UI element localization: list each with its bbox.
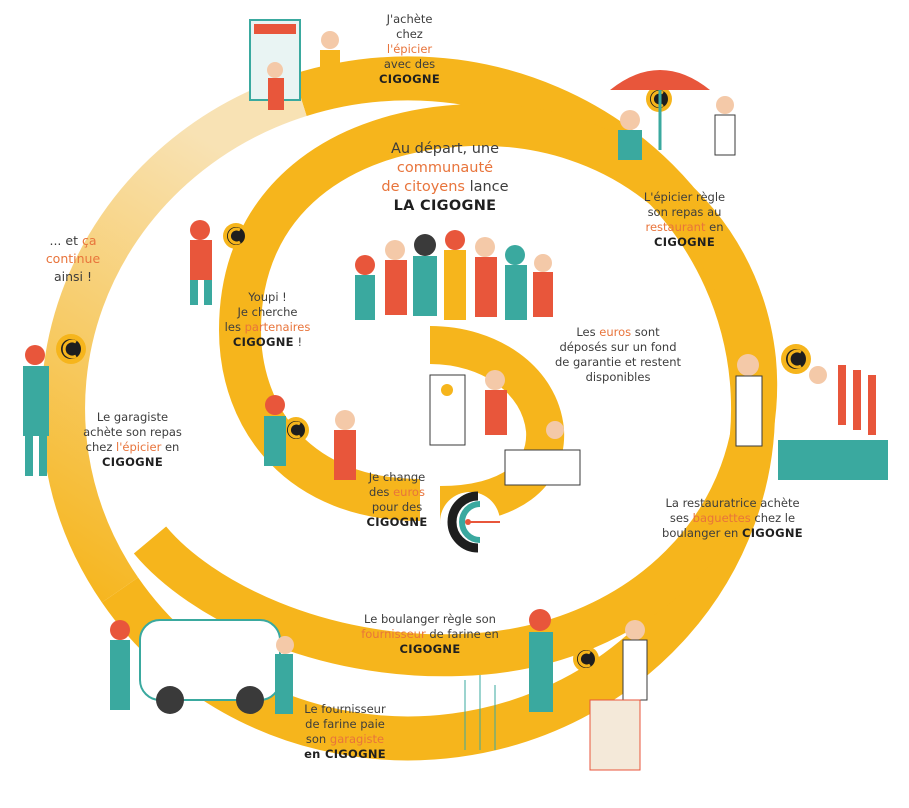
step-restauratrice-text: La restauratrice achète ses baguettes ch… [662, 496, 803, 540]
deposit-desk-illustration [429, 370, 581, 486]
continue-text: ... et ça continue ainsi ! [45, 233, 101, 284]
flour-supplier-illustration [464, 609, 648, 771]
bakery-illustration [735, 354, 888, 480]
restaurant-illustration [610, 70, 736, 160]
cigogne-coin-icon [573, 646, 599, 672]
cigogne-coin-icon [781, 344, 811, 374]
step-youpi-text: Youpi ! Je cherche les partenaires CIGOG… [224, 290, 311, 349]
grocer-shop-illustration [249, 19, 340, 110]
step-boulanger-text: Le boulanger règle son fournisseur de fa… [361, 612, 499, 656]
step-epicier-text: L'épicier règle son repas au restaurant … [643, 190, 726, 249]
cigogne-logo-icon [440, 491, 500, 553]
step-change-text: Je change des euros pour des CIGOGNE [366, 470, 428, 529]
cigogne-coin-icon [283, 417, 309, 443]
step-fournisseur-text: Le fournisseur de farine paie son garagi… [304, 702, 386, 761]
step-achete-text: J'achète chez l'épicier avec des CIGOGNE [379, 12, 440, 86]
inner-spiral [133, 103, 778, 677]
step-euros-text: Les euros sont déposés sur un fond de ga… [554, 325, 682, 384]
happy-person-illustration [190, 220, 212, 305]
mechanic-illustration [23, 345, 49, 476]
center-title: Au départ, une communauté de citoyens la… [381, 141, 509, 214]
step-garagiste-text: Le garagiste achète son repas chez l'épi… [83, 410, 182, 469]
cigogne-coin-icon [56, 334, 86, 364]
cigogne-coin-icon [223, 223, 249, 249]
exchange-illustration [264, 395, 356, 480]
outer-ring-fade [41, 74, 307, 603]
garage-illustration [110, 619, 294, 714]
inner-curl [429, 326, 565, 524]
crowd [355, 230, 553, 320]
citizens-group-illustration [345, 225, 565, 349]
